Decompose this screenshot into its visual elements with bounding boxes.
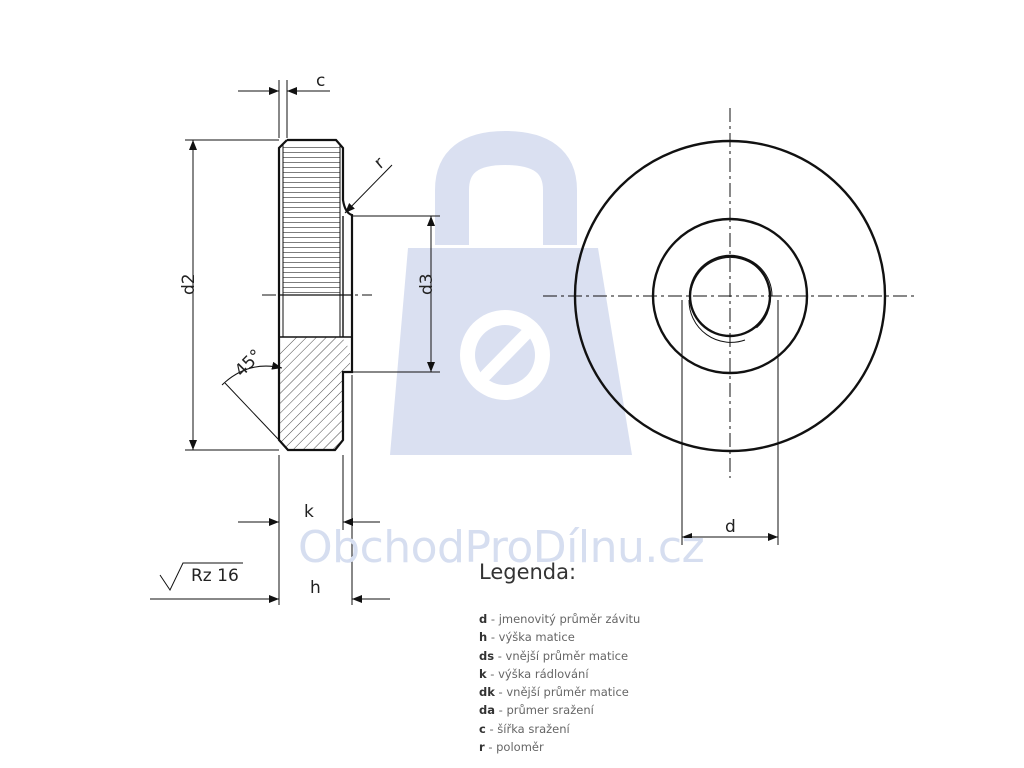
- dimension-lines-left: [150, 80, 440, 605]
- legend-desc: - vnější průměr matice: [494, 648, 629, 663]
- legend-desc: - vnější průměr matice: [494, 685, 629, 700]
- legend-desc: - poloměr: [484, 740, 544, 755]
- side-section-view: [262, 138, 372, 452]
- roughness-label: Rz 16: [191, 566, 239, 586]
- legend-key: c: [479, 721, 486, 736]
- legend-item: k - výška rádlování: [479, 665, 640, 683]
- dim-label-d2: d2: [179, 273, 199, 295]
- legend-item: r - poloměr: [479, 738, 640, 756]
- legend-list: d - jmenovitý průměr závitu h - výška ma…: [479, 610, 640, 756]
- legend-key: ds: [479, 648, 495, 663]
- dim-label-c: c: [316, 71, 325, 91]
- legend-item: ds - vnější průměr matice: [479, 647, 640, 665]
- legend-title: Legenda:: [479, 560, 577, 584]
- dim-label-angle: 45°: [231, 346, 266, 381]
- front-view: [543, 108, 917, 545]
- dim-label-h: h: [310, 578, 321, 598]
- legend-key: da: [479, 703, 495, 718]
- watermark-text: ObchodProDílnu.cz: [298, 522, 705, 573]
- legend-item: c - šířka sražení: [479, 720, 640, 738]
- dim-label-k: k: [304, 502, 314, 522]
- legend-key: k: [479, 666, 487, 681]
- legend-key: h: [479, 630, 488, 645]
- legend-key: d: [479, 612, 488, 626]
- legend-item: d - jmenovitý průměr závitu: [479, 610, 640, 628]
- legend-item: h - výška matice: [479, 628, 640, 646]
- dim-label-d3: d3: [417, 273, 437, 295]
- legend-item: dk - vnější průměr matice: [479, 683, 640, 701]
- legend-desc: - jmenovitý průměr závitu: [487, 612, 641, 626]
- legend-desc: - průmer sražení: [495, 703, 594, 718]
- dim-label-d: d: [725, 517, 736, 537]
- watermark-logo: [390, 130, 632, 455]
- legend-desc: - šířka sražení: [485, 721, 570, 736]
- legend-key: dk: [479, 685, 495, 700]
- legend-desc: - výška matice: [487, 630, 575, 645]
- legend-item: da - průmer sražení: [479, 701, 640, 719]
- dim-label-r: r: [371, 153, 389, 173]
- legend-key: r: [479, 740, 485, 755]
- legend-desc: - výška rádlování: [486, 666, 589, 681]
